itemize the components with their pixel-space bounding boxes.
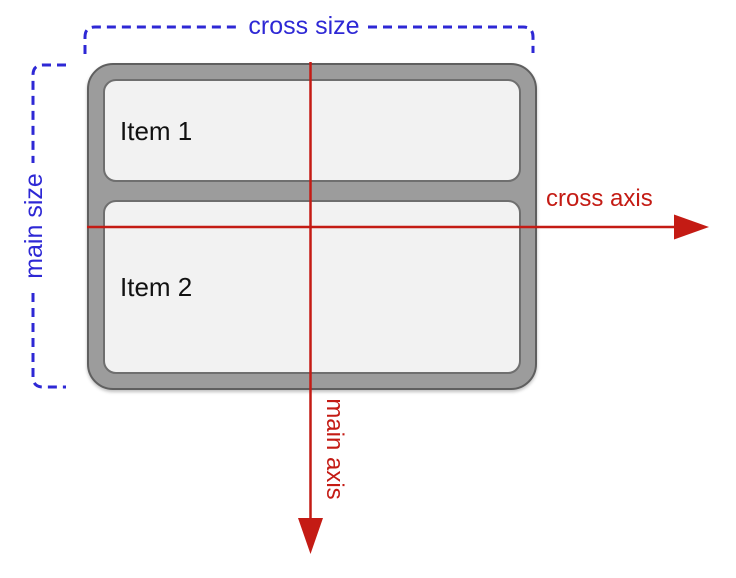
main-axis-arrowhead [298,518,323,554]
cross-axis-arrowhead [674,214,709,240]
main-axis-label: main axis [321,398,348,500]
flex-item-2-label: Item 2 [120,272,193,302]
cross-size-bracket-right [368,25,535,53]
cross-axis-label: cross axis [546,185,653,212]
flex-item-2: Item 2 [103,200,521,374]
flex-container: Item 1 Item 2 [87,63,537,390]
main-size-bracket-top [31,63,66,163]
main-size-label: main size [20,173,48,279]
flex-item-1-label: Item 1 [120,115,193,146]
cross-size-bracket-left [83,25,240,54]
flex-item-1: Item 1 [103,79,521,182]
cross-size-label: cross size [248,12,360,40]
main-size-bracket-bottom [31,293,66,389]
